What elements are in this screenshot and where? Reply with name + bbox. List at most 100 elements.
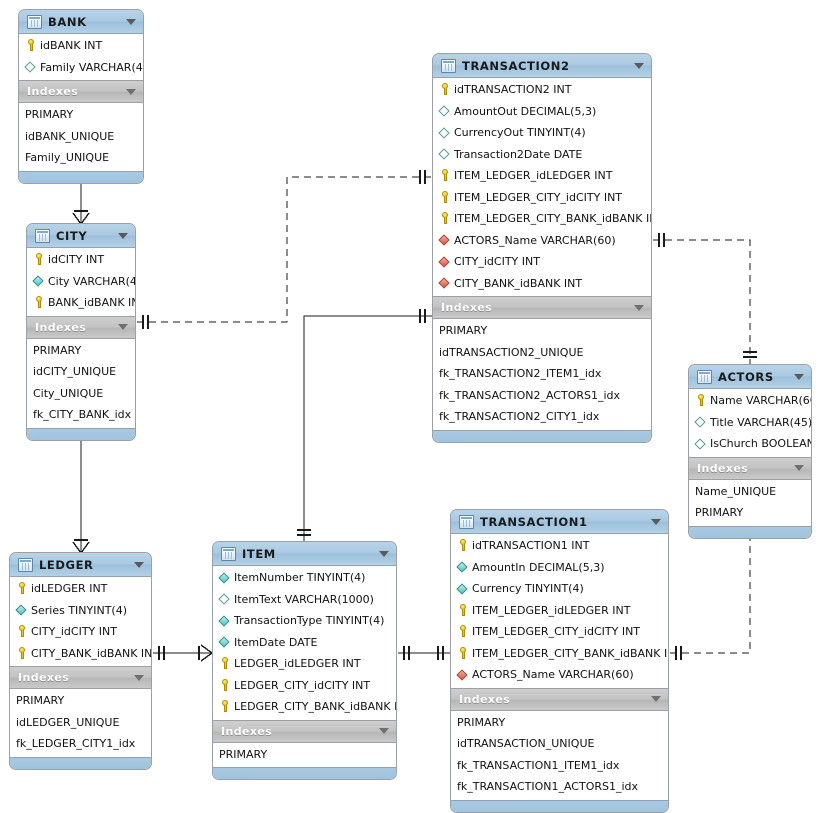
chevron-down-icon[interactable] bbox=[134, 674, 144, 681]
column-row[interactable]: ITEM_LEDGER_idLEDGER INT bbox=[451, 600, 668, 622]
column-row[interactable]: ItemText VARCHAR(1000) bbox=[213, 589, 396, 611]
table-header-transaction1[interactable]: TRANSACTION1 bbox=[451, 510, 668, 534]
column-row[interactable]: Transaction2Date DATE bbox=[433, 144, 651, 166]
indexes-header-transaction1[interactable]: Indexes bbox=[451, 687, 668, 711]
chevron-down-icon[interactable] bbox=[379, 550, 389, 557]
indexes-header-item[interactable]: Indexes bbox=[213, 719, 396, 743]
diamond-icon bbox=[439, 277, 450, 290]
indexes-header-ledger[interactable]: Indexes bbox=[10, 666, 151, 689]
chevron-down-icon[interactable] bbox=[794, 373, 804, 380]
column-row[interactable]: ACTORS_Name VARCHAR(60) bbox=[451, 664, 668, 686]
index-row[interactable]: Name_UNIQUE bbox=[695, 484, 777, 498]
index-row[interactable]: idTRANSACTION_UNIQUE bbox=[457, 737, 595, 751]
relationship-actors-transaction2-ticks bbox=[658, 233, 757, 358]
chevron-down-icon[interactable] bbox=[134, 561, 144, 568]
index-row[interactable]: fk_CITY_BANK_idx bbox=[33, 408, 132, 422]
column-row[interactable]: idTRANSACTION2 INT bbox=[433, 79, 651, 101]
index-row[interactable]: PRIMARY bbox=[33, 343, 82, 357]
index-row[interactable]: PRIMARY bbox=[695, 506, 744, 520]
chevron-down-icon[interactable] bbox=[794, 465, 804, 471]
column-row[interactable]: Title VARCHAR(45) bbox=[689, 412, 811, 434]
column-row[interactable]: CITY_idCITY INT bbox=[433, 251, 651, 273]
key-icon bbox=[219, 678, 230, 692]
column-row[interactable]: Family VARCHAR(45) bbox=[19, 57, 143, 79]
indexes-header-transaction2[interactable]: Indexes bbox=[433, 296, 651, 319]
column-row[interactable]: idCITY INT bbox=[27, 249, 135, 271]
column-row[interactable]: ITEM_LEDGER_CITY_BANK_idBANK INT bbox=[451, 643, 668, 665]
index-row[interactable]: idTRANSACTION2_UNIQUE bbox=[439, 345, 584, 359]
column-row[interactable]: CITY_BANK_idBANK INT bbox=[10, 643, 151, 665]
table-header-transaction2[interactable]: TRANSACTION2 bbox=[433, 54, 651, 78]
column-row[interactable]: ACTORS_Name VARCHAR(60) bbox=[433, 230, 651, 252]
column-row[interactable]: ITEM_LEDGER_idLEDGER INT bbox=[433, 165, 651, 187]
column-row[interactable]: ItemDate DATE bbox=[213, 632, 396, 654]
column-row[interactable]: idLEDGER INT bbox=[10, 578, 151, 600]
table-icon bbox=[697, 369, 712, 384]
index-row[interactable]: fk_TRANSACTION2_CITY1_idx bbox=[439, 410, 600, 424]
table-header-city[interactable]: CITY bbox=[27, 224, 135, 248]
column-row[interactable]: ITEM_LEDGER_CITY_idCITY INT bbox=[433, 187, 651, 209]
index-row[interactable]: fk_TRANSACTION2_ITEM1_idx bbox=[439, 367, 602, 381]
table-name-label: TRANSACTION2 bbox=[462, 58, 570, 73]
column-row[interactable]: Series TINYINT(4) bbox=[10, 600, 151, 622]
column-row[interactable]: idBANK INT bbox=[19, 35, 143, 57]
index-row[interactable]: PRIMARY bbox=[25, 108, 74, 122]
index-row[interactable]: fk_TRANSACTION2_ACTORS1_idx bbox=[439, 388, 621, 402]
chevron-down-icon[interactable] bbox=[379, 728, 389, 734]
column-row[interactable]: CITY_idCITY INT bbox=[10, 621, 151, 643]
indexes-header-city[interactable]: Indexes bbox=[27, 315, 135, 339]
chevron-down-icon[interactable] bbox=[126, 88, 136, 95]
column-row[interactable]: LEDGER_CITY_idCITY INT bbox=[213, 675, 396, 697]
column-row[interactable]: LEDGER_CITY_BANK_idBANK INT bbox=[213, 696, 396, 718]
column-row[interactable]: ITEM_LEDGER_CITY_BANK_idBANK INT bbox=[433, 208, 651, 230]
index-row[interactable]: Family_UNIQUE bbox=[25, 151, 110, 165]
column-row[interactable]: Currency TINYINT(4) bbox=[451, 578, 668, 600]
chevron-down-icon[interactable] bbox=[651, 696, 661, 702]
indexes-header-bank[interactable]: Indexes bbox=[19, 80, 143, 103]
index-row[interactable]: PRIMARY bbox=[439, 324, 488, 338]
column-row[interactable]: LEDGER_idLEDGER INT bbox=[213, 653, 396, 675]
table-header-bank[interactable]: BANK bbox=[19, 10, 143, 34]
index-row[interactable]: idBANK_UNIQUE bbox=[25, 129, 115, 143]
index-row[interactable]: fk_TRANSACTION1_ITEM1_idx bbox=[457, 758, 620, 772]
indexes-header-actors[interactable]: Indexes bbox=[689, 456, 811, 480]
chevron-down-icon[interactable] bbox=[118, 324, 128, 330]
index-row[interactable]: PRIMARY bbox=[16, 694, 65, 708]
index-row[interactable]: City_UNIQUE bbox=[33, 386, 104, 400]
column-row[interactable]: IsChurch BOOLEAN bbox=[689, 433, 811, 455]
column-row[interactable]: BANK_idBANK INT bbox=[27, 292, 135, 314]
index-row[interactable]: fk_TRANSACTION1_ACTORS1_idx bbox=[457, 780, 639, 794]
key-icon bbox=[219, 700, 230, 713]
column-row[interactable]: AmountIn DECIMAL(5,3) bbox=[451, 557, 668, 579]
table-header-ledger[interactable]: LEDGER bbox=[10, 553, 151, 577]
column-row[interactable]: CITY_BANK_idBANK INT bbox=[433, 273, 651, 295]
index-row[interactable]: idLEDGER_UNIQUE bbox=[16, 715, 120, 729]
chevron-down-icon[interactable] bbox=[634, 304, 644, 311]
column-row[interactable]: AmountOut DECIMAL(5,3) bbox=[433, 101, 651, 123]
chevron-down-icon[interactable] bbox=[126, 18, 136, 25]
chevron-down-icon[interactable] bbox=[118, 232, 128, 239]
chevron-down-icon[interactable] bbox=[651, 518, 661, 525]
index-row[interactable]: PRIMARY bbox=[457, 715, 506, 729]
column-row[interactable]: TransactionType TINYINT(4) bbox=[213, 610, 396, 632]
chevron-down-icon[interactable] bbox=[634, 62, 644, 69]
column-row[interactable]: idTRANSACTION1 INT bbox=[451, 535, 668, 557]
column-row[interactable]: City VARCHAR(45) bbox=[27, 271, 135, 293]
column-row[interactable]: CurrencyOut TINYINT(4) bbox=[433, 122, 651, 144]
table-header-actors[interactable]: ACTORS bbox=[689, 365, 811, 389]
index-row[interactable]: fk_LEDGER_CITY1_idx bbox=[16, 737, 136, 751]
index-row[interactable]: idCITY_UNIQUE bbox=[33, 365, 117, 379]
table-header-item[interactable]: ITEM bbox=[213, 542, 396, 566]
column-row[interactable]: Name VARCHAR(60) bbox=[689, 390, 811, 412]
column-row[interactable]: ITEM_LEDGER_CITY_idCITY INT bbox=[451, 621, 668, 643]
index-row[interactable]: PRIMARY bbox=[219, 747, 268, 761]
column-row[interactable]: ItemNumber TINYINT(4) bbox=[213, 567, 396, 589]
